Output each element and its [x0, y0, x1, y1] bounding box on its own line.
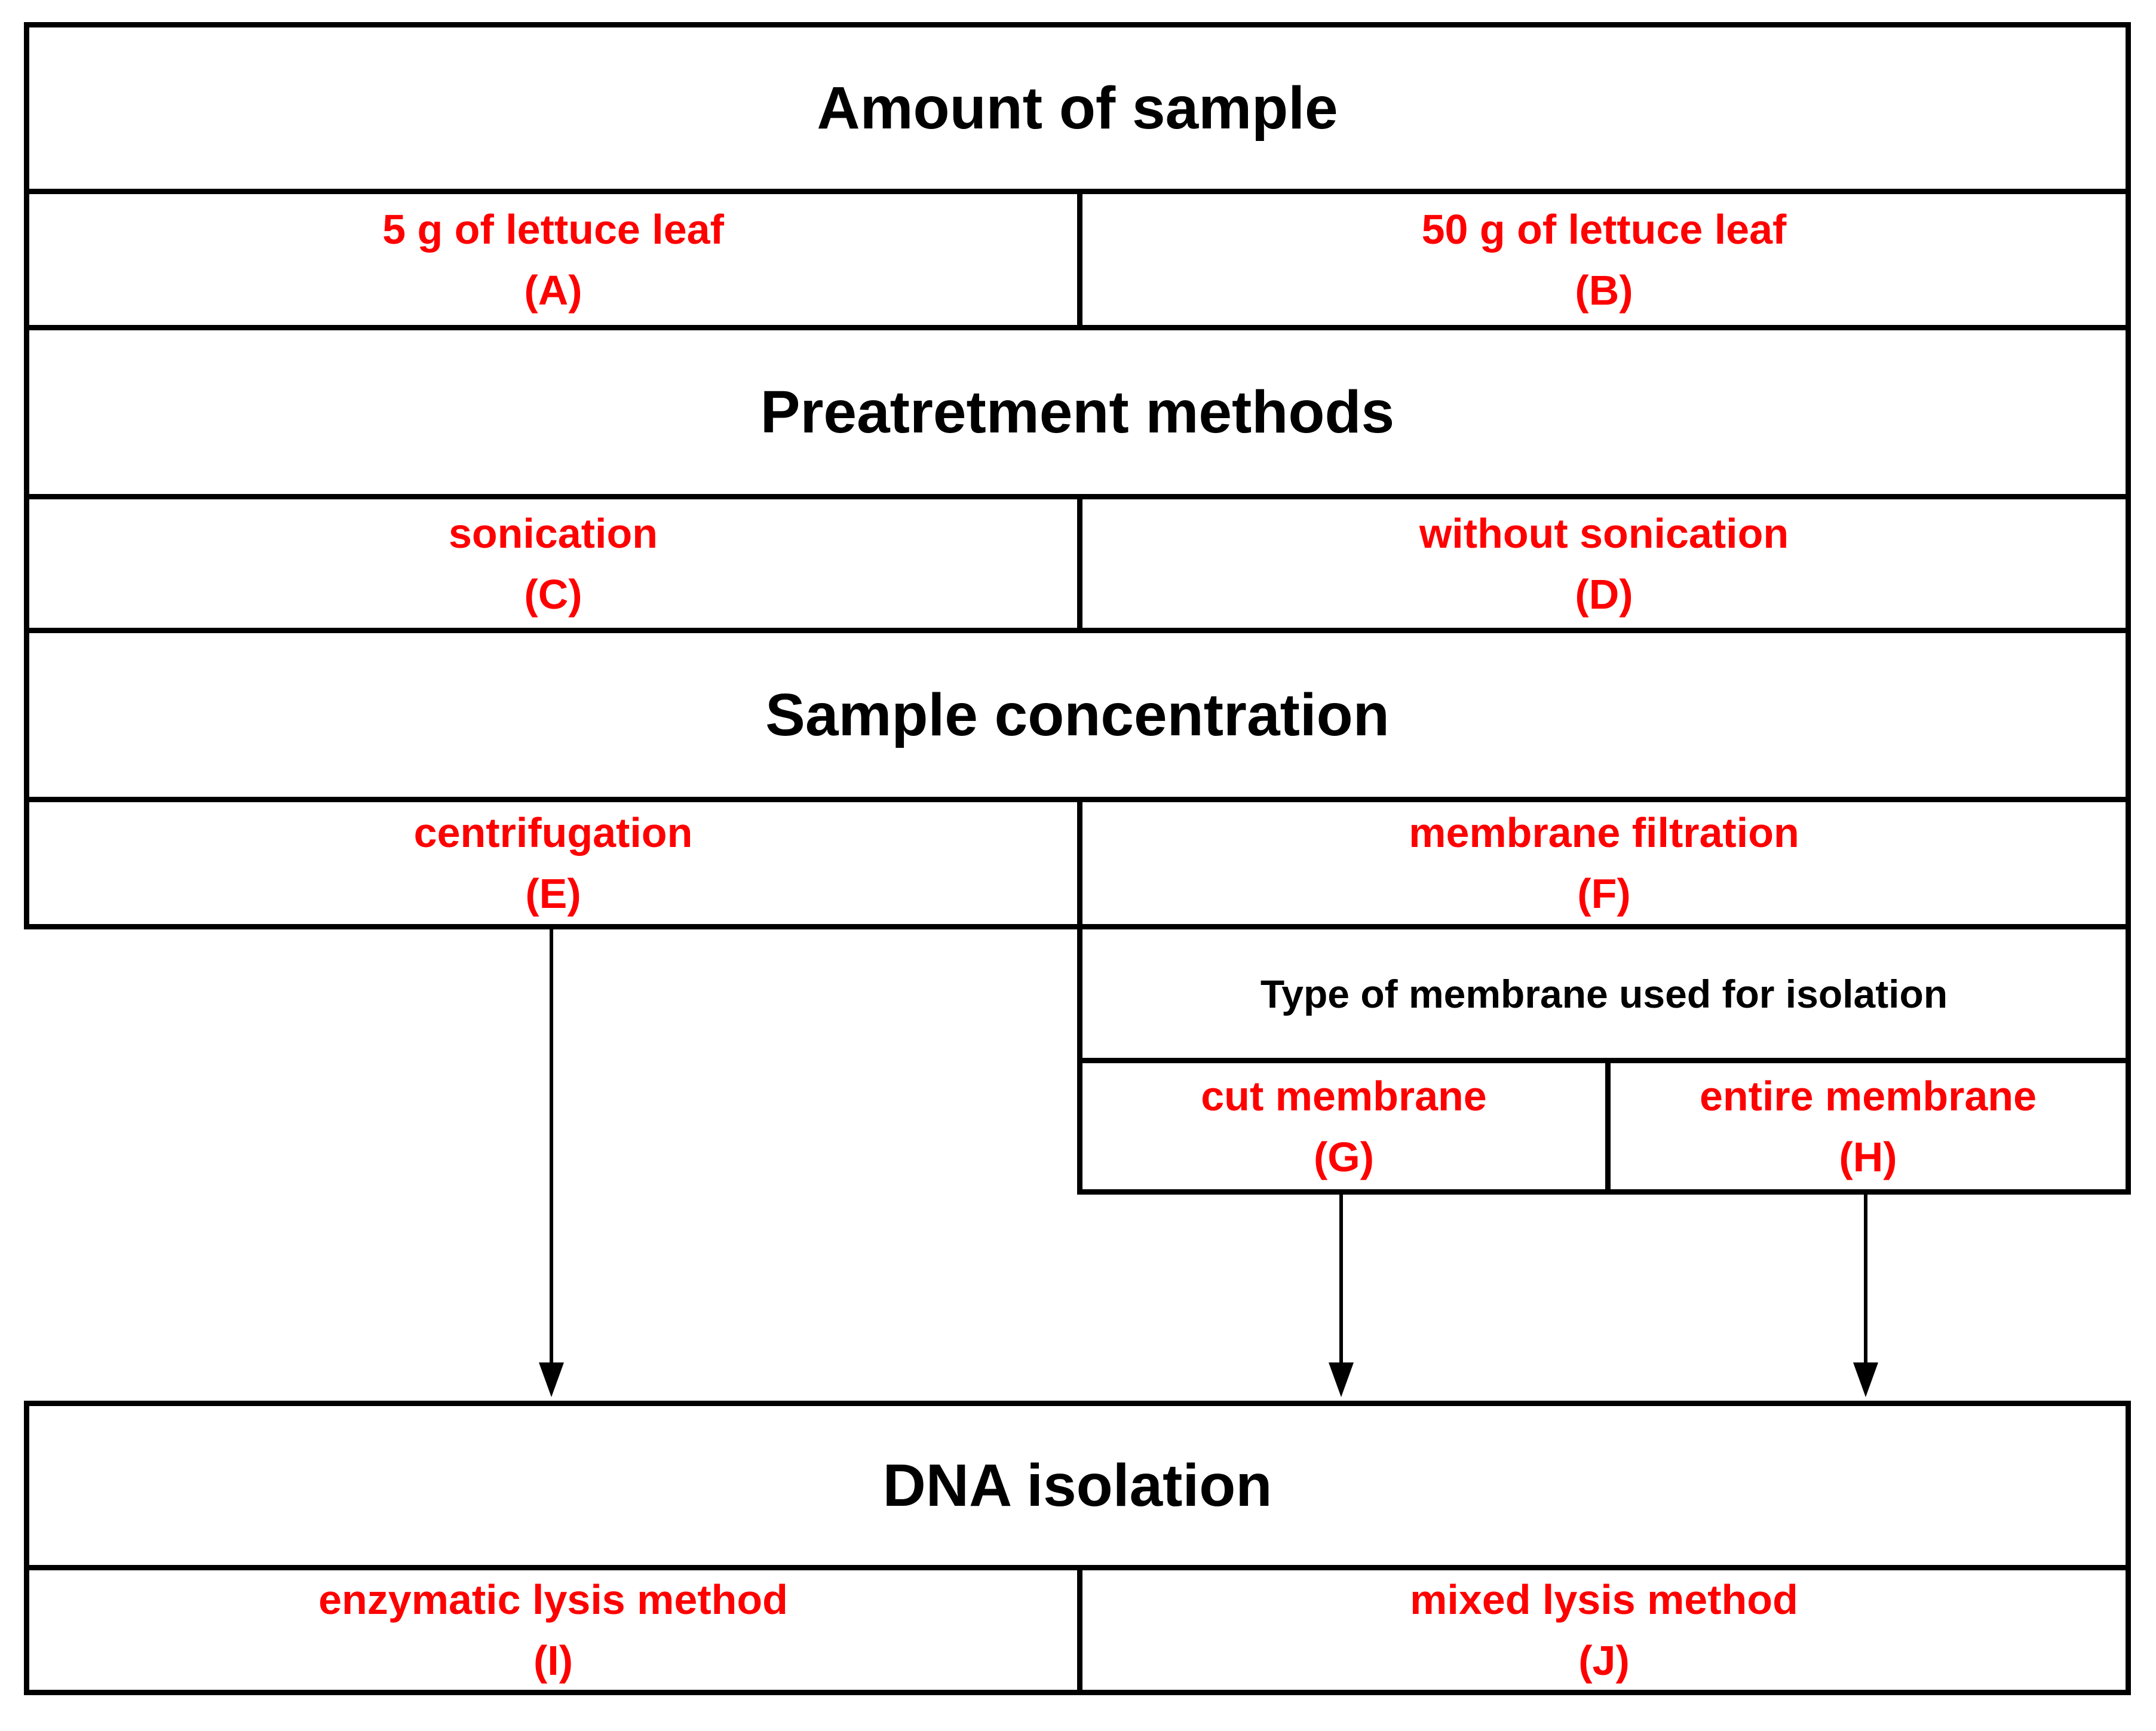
cut-membrane-label: cut membrane — [1201, 1072, 1487, 1119]
centrifugation-code: (E) — [525, 870, 581, 917]
cell-sample-b: 50 g of lettuce leaf (B) — [1077, 194, 2126, 325]
arrow-head-centrifugation — [539, 1362, 564, 1397]
cell-without-sonication: without sonication (D) — [1077, 499, 2126, 628]
cell-membrane-filtration: membrane filtration (F) — [1077, 802, 2126, 924]
pretreatment-options-row: sonication (C) without sonication (D) — [29, 499, 2126, 633]
sample-a-code: (A) — [524, 266, 582, 314]
sonication-label: sonication — [448, 510, 658, 557]
enzymatic-lysis-label: enzymatic lysis method — [318, 1576, 788, 1623]
pretreatment-header-cell: Preatretment methods — [29, 330, 2126, 494]
mixed-lysis-code: (J) — [1578, 1637, 1630, 1684]
cell-entire-membrane: entire membrane (H) — [1605, 1063, 2126, 1189]
cell-enzymatic-lysis: enzymatic lysis method (I) — [29, 1570, 1077, 1690]
arrow-line-centrifugation — [550, 929, 553, 1365]
membrane-filtration-code: (F) — [1577, 870, 1631, 917]
entire-membrane-code: (H) — [1839, 1133, 1897, 1180]
dna-header: DNA isolation — [882, 1451, 1272, 1519]
pretreatment-header-row: Preatretment methods — [29, 330, 2126, 499]
concentration-header: Sample concentration — [765, 681, 1390, 748]
concentration-header-cell: Sample concentration — [29, 633, 2126, 797]
membrane-header-cell: Type of membrane used for isolation — [1082, 929, 2126, 1058]
sample-b-label: 50 g of lettuce leaf — [1421, 205, 1787, 253]
dna-header-cell: DNA isolation — [29, 1406, 2126, 1565]
concentration-options-row: centrifugation (E) membrane filtration (… — [29, 802, 2126, 924]
membrane-options-row: cut membrane (G) entire membrane (H) — [1082, 1063, 2126, 1189]
amount-header-row: Amount of sample — [29, 27, 2126, 194]
cell-mixed-lysis: mixed lysis method (J) — [1077, 1570, 2126, 1690]
concentration-header-row: Sample concentration — [29, 633, 2126, 802]
membrane-filtration-label: membrane filtration — [1409, 809, 1799, 856]
cell-sonication: sonication (C) — [29, 499, 1077, 628]
centrifugation-label: centrifugation — [413, 809, 693, 856]
amount-options-row: 5 g of lettuce leaf (A) 50 g of lettuce … — [29, 194, 2126, 330]
amount-header-cell: Amount of sample — [29, 27, 2126, 189]
sample-b-code: (B) — [1575, 266, 1633, 314]
sonication-code: (C) — [524, 570, 582, 618]
mixed-lysis-label: mixed lysis method — [1410, 1576, 1798, 1623]
dna-isolation-table: DNA isolation enzymatic lysis method (I)… — [24, 1401, 2131, 1695]
entire-membrane-label: entire membrane — [1699, 1072, 2037, 1119]
arrow-line-cut-membrane — [1339, 1195, 1343, 1365]
dna-options-row: enzymatic lysis method (I) mixed lysis m… — [29, 1570, 2126, 1690]
arrow-head-cut-membrane — [1329, 1362, 1354, 1397]
pretreatment-header: Preatretment methods — [760, 378, 1395, 446]
cut-membrane-code: (G) — [1313, 1133, 1375, 1180]
amount-header: Amount of sample — [817, 74, 1338, 142]
dna-header-row: DNA isolation — [29, 1406, 2126, 1570]
cell-sample-a: 5 g of lettuce leaf (A) — [29, 194, 1077, 325]
main-table: Amount of sample 5 g of lettuce leaf (A)… — [24, 22, 2131, 929]
without-sonication-code: (D) — [1575, 570, 1633, 618]
without-sonication-label: without sonication — [1419, 510, 1789, 557]
membrane-header: Type of membrane used for isolation — [1260, 971, 1948, 1016]
cell-centrifugation: centrifugation (E) — [29, 802, 1077, 924]
membrane-subtable: Type of membrane used for isolation cut … — [1077, 929, 2131, 1195]
enzymatic-lysis-code: (I) — [533, 1637, 573, 1684]
arrow-head-entire-membrane — [1853, 1362, 1878, 1397]
arrow-line-entire-membrane — [1864, 1195, 1867, 1365]
cell-cut-membrane: cut membrane (G) — [1082, 1063, 1605, 1189]
sample-a-label: 5 g of lettuce leaf — [382, 205, 724, 253]
membrane-header-row: Type of membrane used for isolation — [1082, 929, 2126, 1063]
